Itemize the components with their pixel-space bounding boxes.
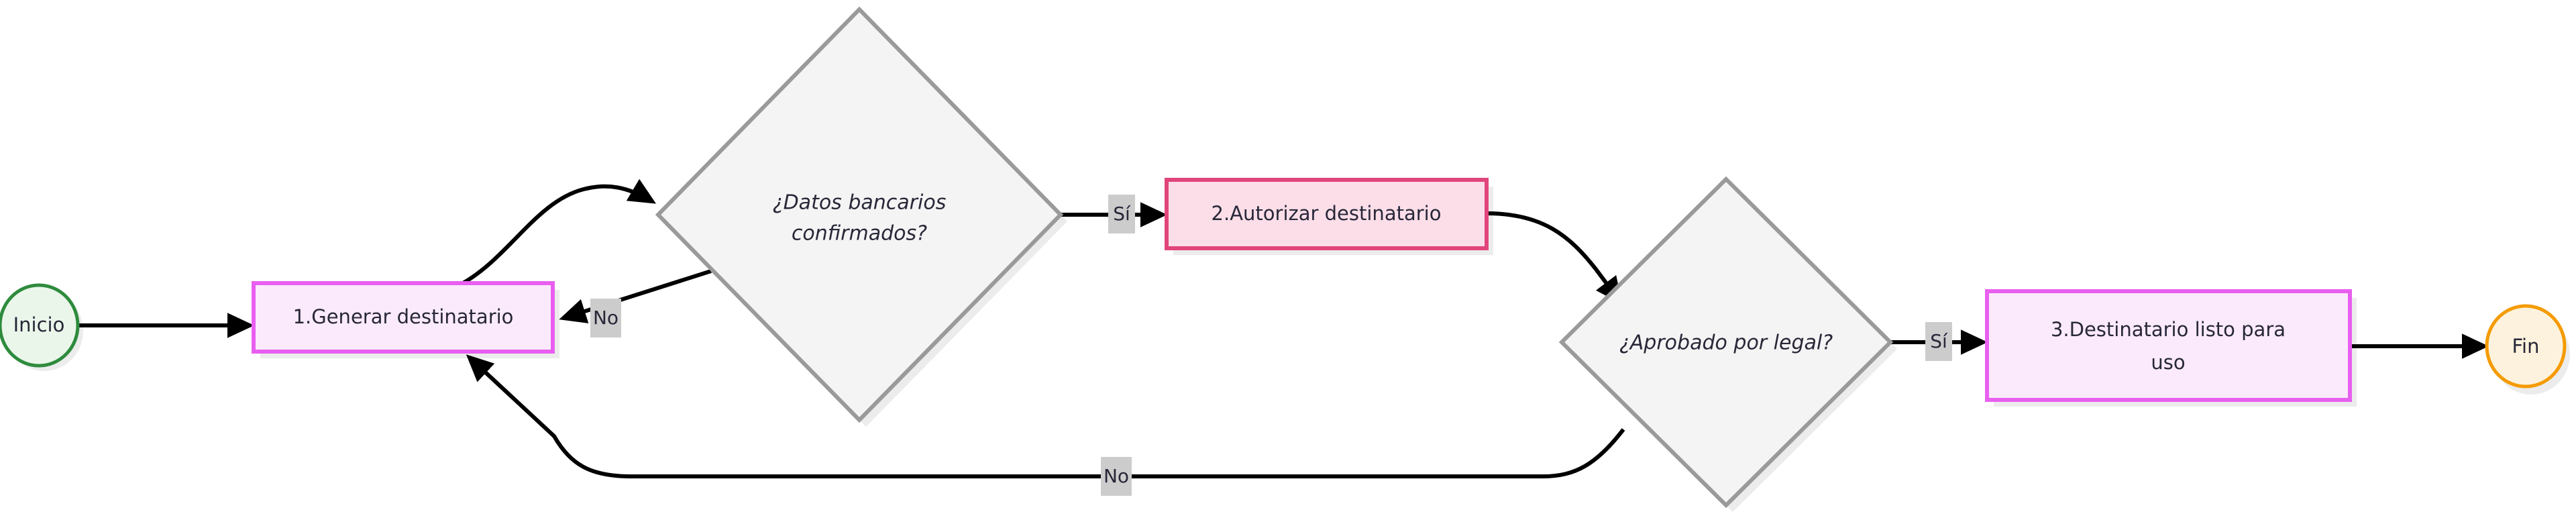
node-fin[interactable]: Fin [2485, 304, 2567, 388]
edge-labels-layer: Sí No Sí No [590, 195, 1952, 496]
node-inicio[interactable]: Inicio [0, 283, 80, 368]
paso2-rect[interactable] [1165, 178, 1489, 250]
decision2-diamond[interactable] [1558, 176, 1894, 509]
edge-label-si-1-bg [1108, 195, 1135, 233]
decision1-diamond[interactable] [655, 6, 1064, 423]
edge-paso1-to-decision1 [462, 178, 657, 285]
paso1-rect[interactable] [252, 281, 555, 354]
node-decision2[interactable]: ¿Aprobado por legal? [1558, 176, 1894, 509]
edge-label-si-2-text: Sí [1930, 330, 1948, 352]
edge-label-decision1-si: Sí [1108, 195, 1135, 233]
edge-label-si-1-text: Sí [1113, 203, 1131, 225]
edge-label-no-2-text: No [1104, 465, 1129, 487]
inicio-ellipse[interactable] [0, 283, 80, 368]
node-shadows [5, 16, 2570, 512]
node-paso2[interactable]: 2.Autorizar destinatario [1165, 178, 1489, 250]
decision1-label-line2: confirmados? [792, 222, 927, 246]
fin-ellipse[interactable] [2485, 304, 2567, 388]
node-decision1[interactable]: ¿Datos bancarios confirmados? [655, 6, 1064, 423]
edge-label-decision2-no: No [1101, 457, 1132, 496]
edge-label-decision2-si: Sí [1925, 322, 1952, 361]
edge-paso2-to-decision2 [1486, 211, 1623, 305]
node-paso3[interactable]: 3.Destinatario listo para uso [1985, 289, 2352, 402]
inicio-label: Inicio [13, 313, 65, 336]
paso3-label-line2: uso [2151, 351, 2185, 374]
edge-label-no-2-bg [1101, 457, 1132, 496]
edge-decision2-to-paso1 [466, 354, 1625, 478]
paso1-label: 1.Generar destinatario [293, 305, 514, 328]
decision2-label-line1: ¿Aprobado por legal? [1619, 331, 1833, 355]
edge-label-no-1-text: No [593, 307, 619, 329]
paso3-rect[interactable] [1985, 289, 2352, 402]
paso3-label-line1: 3.Destinatario listo para [2051, 318, 2286, 341]
decision1-label-line1: ¿Datos bancarios [773, 191, 947, 215]
edge-decision1-to-paso1 [559, 269, 712, 323]
node-paso1[interactable]: 1.Generar destinatario [252, 281, 555, 354]
paso2-label: 2.Autorizar destinatario [1212, 202, 1442, 225]
edge-label-no-1-bg [590, 299, 621, 337]
edge-label-si-2-bg [1925, 322, 1952, 361]
edge-label-decision1-no: No [590, 299, 621, 337]
fin-label: Fin [2512, 335, 2539, 358]
